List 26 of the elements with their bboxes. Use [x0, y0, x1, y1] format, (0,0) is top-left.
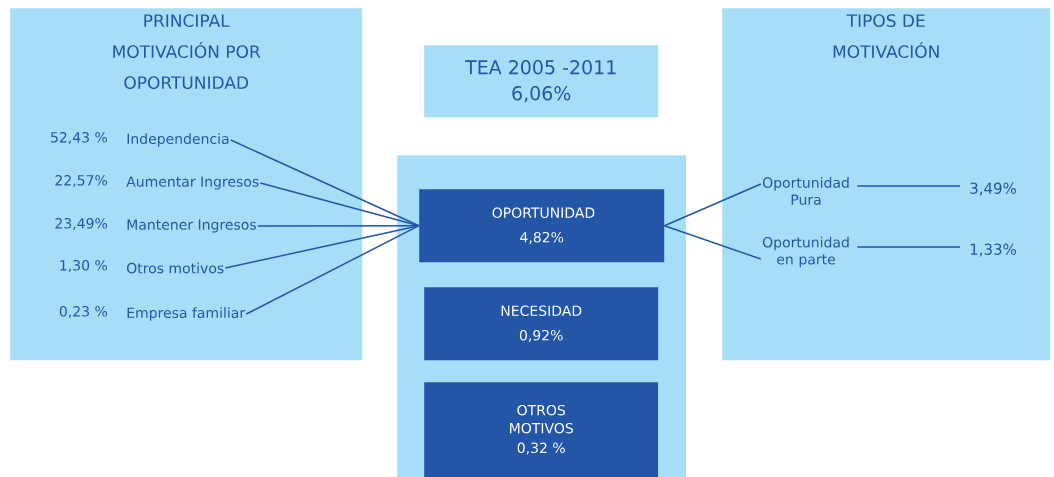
percentage: 23,49% — [55, 218, 107, 230]
connector-line — [663, 224, 762, 260]
connector-line — [856, 185, 961, 187]
percentage: 3,49% — [970, 182, 1016, 196]
connector-line — [224, 224, 420, 269]
connector-line — [230, 139, 420, 227]
connector-line — [856, 246, 961, 248]
connector-line — [245, 224, 420, 315]
connector-line — [663, 183, 762, 227]
category-box: NECESIDAD 0,92% — [424, 287, 659, 361]
category-box: OPORTUNIDAD 4,82% — [419, 189, 665, 263]
percentage: 1,33% — [970, 243, 1016, 257]
summary-box: TEA 2005 -2011 6,06% — [424, 45, 659, 118]
percentage: 0,23 % — [59, 306, 107, 318]
category-box: OTROS MOTIVOS 0,32 % — [424, 382, 659, 477]
connector-line — [259, 182, 420, 227]
percentage: 52,43 % — [51, 132, 107, 144]
percentage: 22,57% — [55, 175, 107, 187]
motive-label: Aumentar Ingresos — [126, 176, 259, 190]
percentage: 1,30 % — [60, 260, 107, 272]
motive-label: Mantener Ingresos — [127, 219, 256, 233]
motive-label: Empresa familiar — [127, 307, 246, 321]
type-label: Oportunidad en parte — [762, 236, 849, 268]
type-label: Oportunidad Pura — [762, 177, 849, 205]
motive-label: Independencia — [127, 133, 229, 147]
motive-label: Otros motivos — [127, 262, 224, 274]
